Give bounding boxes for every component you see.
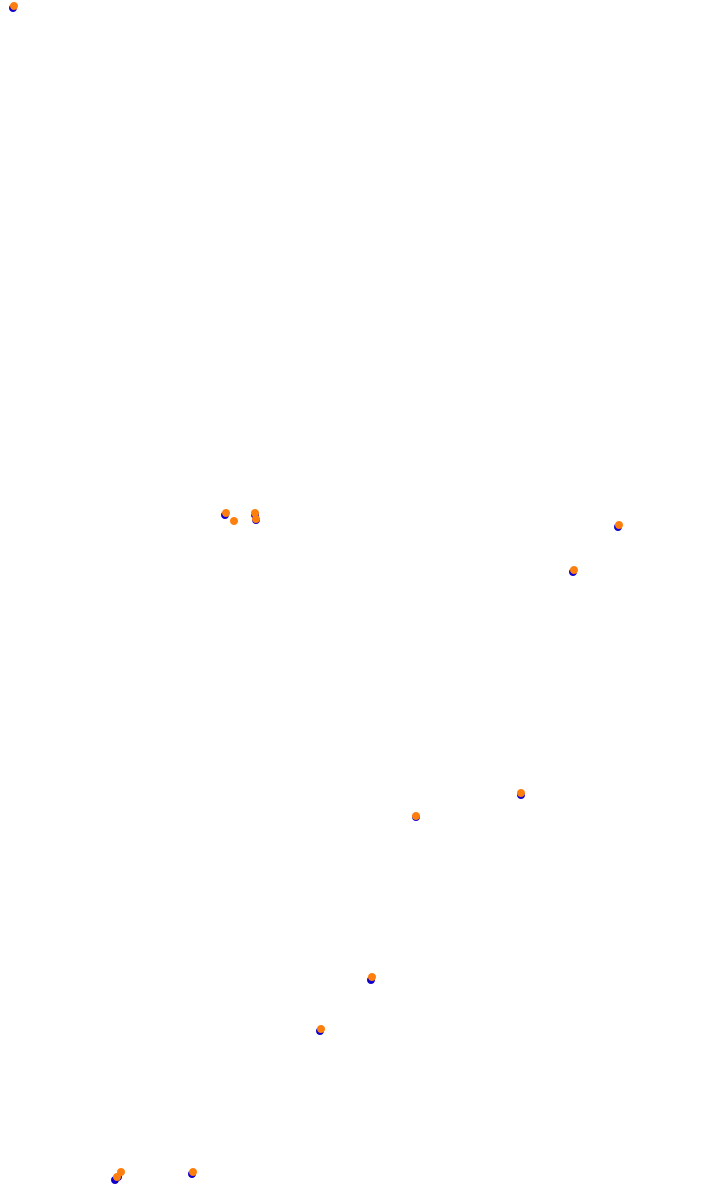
point-s1-12	[117, 1168, 125, 1176]
point-s1-7	[517, 789, 525, 797]
series-orange	[10, 2, 623, 1181]
point-s1-10	[317, 1025, 325, 1033]
point-s1-2	[230, 517, 238, 525]
point-s1-3	[251, 509, 259, 517]
point-s1-13	[189, 1168, 197, 1176]
point-s1-4	[252, 515, 260, 523]
point-s1-8	[412, 812, 420, 820]
point-s1-1	[222, 509, 230, 517]
point-s1-5	[615, 521, 623, 529]
point-s1-0	[10, 2, 18, 10]
series-blue	[9, 4, 622, 1184]
point-s1-6	[570, 566, 578, 574]
point-s1-9	[368, 973, 376, 981]
